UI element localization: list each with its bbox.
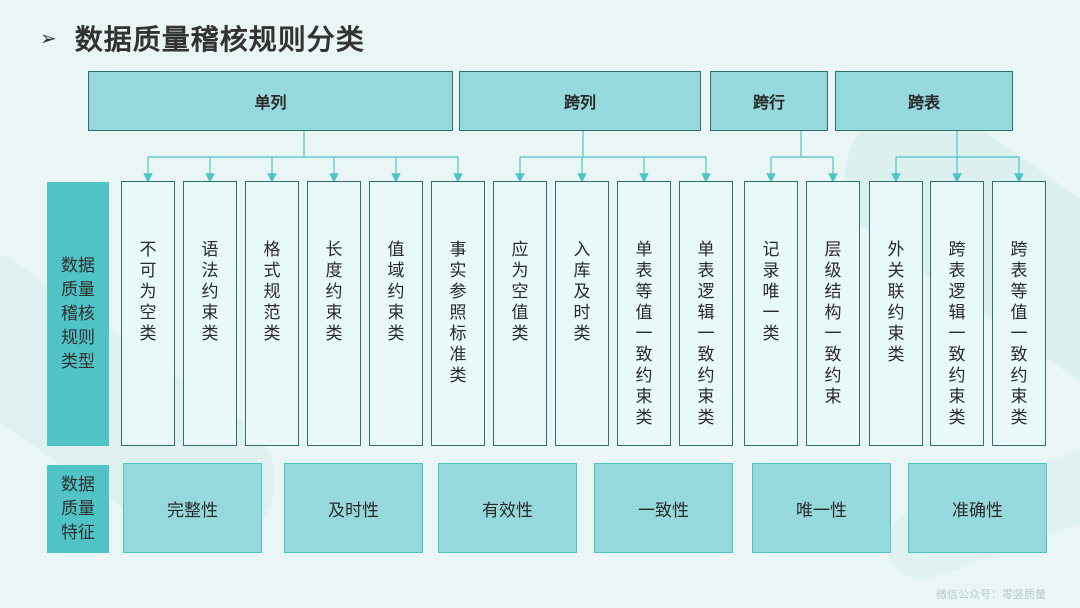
rule-label: 语法约束类: [201, 240, 219, 344]
rule-label: 层级结构一致约束: [824, 240, 842, 407]
rule-box: 跨表等值一致约束类: [992, 181, 1046, 446]
rule-label: 记录唯一类: [762, 240, 780, 344]
rule-box: 外关联约束类: [869, 181, 923, 446]
rule-label: 外关联约束类: [887, 240, 905, 365]
rule-label: 值域约束类: [387, 240, 405, 344]
rule-box: 值域约束类: [369, 181, 423, 446]
feature-label-box: 数据质量特征: [47, 465, 109, 553]
rule-box: 单表逻辑一致约束类: [679, 181, 733, 446]
feature-completeness: 完整性: [123, 463, 262, 553]
feature-accuracy: 准确性: [908, 463, 1047, 553]
feature-uniqueness: 唯一性: [752, 463, 891, 553]
watermark: 微信公众号：零竖质量: [936, 588, 1046, 601]
rule-label: 跨表等值一致约束类: [1010, 240, 1028, 428]
rule-box: 跨表逻辑一致约束类: [930, 181, 984, 446]
rule-box: 语法约束类: [183, 181, 237, 446]
rule-box: 长度约束类: [307, 181, 361, 446]
rule-label: 格式规范类: [263, 240, 281, 344]
rule-label: 长度约束类: [325, 240, 343, 344]
rule-box: 记录唯一类: [744, 181, 798, 446]
category-cross-row: 跨行: [710, 71, 828, 131]
feature-timeliness: 及时性: [284, 463, 423, 553]
rule-box: 格式规范类: [245, 181, 299, 446]
rule-label: 入库及时类: [573, 240, 591, 344]
category-single-column: 单列: [88, 71, 453, 131]
rule-label: 事实参照标准类: [449, 240, 467, 386]
rule-label: 不可为空类: [139, 240, 157, 344]
rule-box: 入库及时类: [555, 181, 609, 446]
feature-validity: 有效性: [438, 463, 577, 553]
feature-label: 数据质量特征: [61, 475, 95, 543]
rule-box: 应为空值类: [493, 181, 547, 446]
rule-label: 单表逻辑一致约束类: [697, 240, 715, 428]
rule-box: 不可为空类: [121, 181, 175, 446]
rule-box: 层级结构一致约束: [806, 181, 860, 446]
rule-label: 单表等值一致约束类: [635, 240, 653, 428]
title-row: ➢ 数据质量稽核规则分类: [40, 16, 365, 60]
rule-label: 跨表逻辑一致约束类: [948, 240, 966, 428]
feature-consistency: 一致性: [594, 463, 733, 553]
rule-label: 应为空值类: [511, 240, 529, 344]
rule-type-label-box: 数据质量稽核规则类型: [47, 182, 109, 446]
rule-box: 单表等值一致约束类: [617, 181, 671, 446]
rule-type-label: 数据质量稽核规则类型: [61, 256, 95, 372]
category-cross-table: 跨表: [835, 71, 1013, 131]
rule-box: 事实参照标准类: [431, 181, 485, 446]
category-cross-column: 跨列: [459, 71, 701, 131]
page-title: 数据质量稽核规则分类: [74, 23, 365, 56]
bullet-arrow-icon: ➢: [40, 26, 57, 50]
